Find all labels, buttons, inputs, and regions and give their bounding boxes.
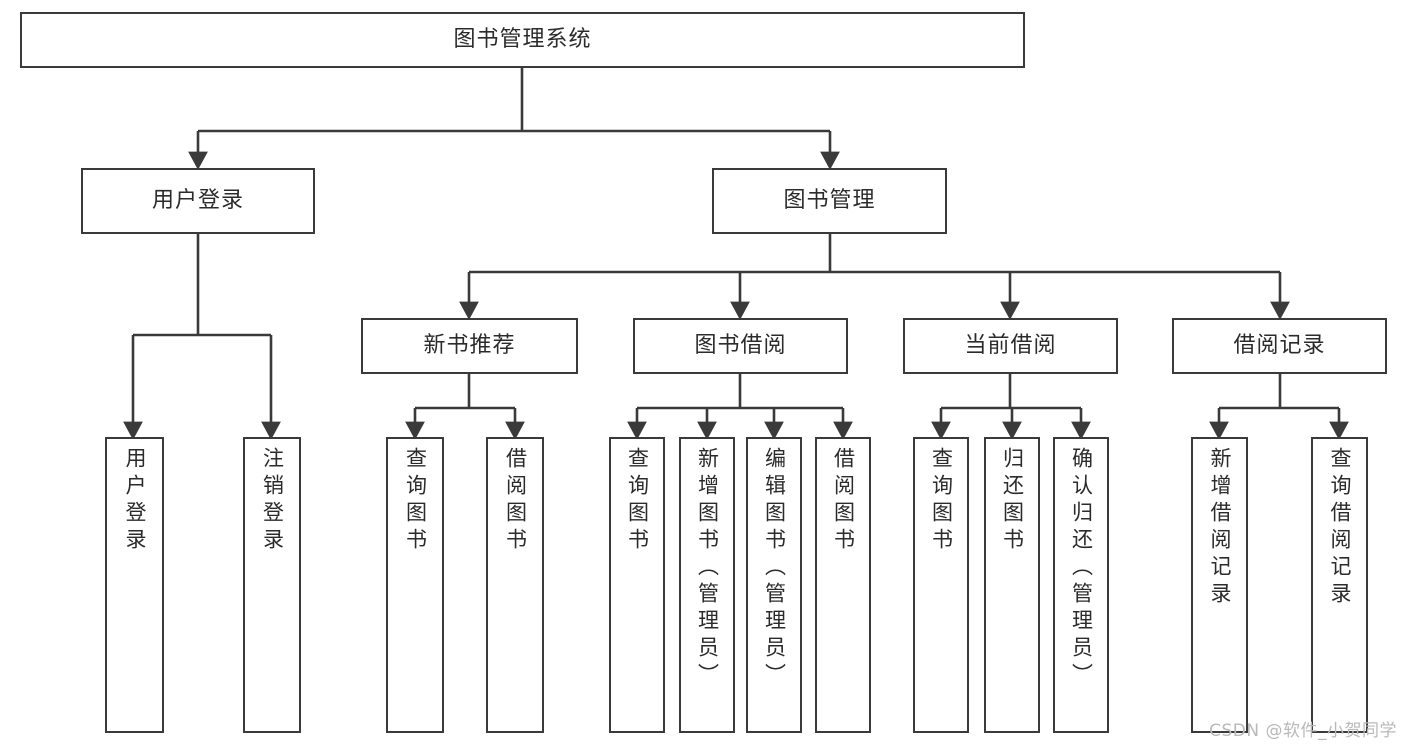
node-book-management-label: 图书管理 bbox=[783, 187, 876, 213]
leaf-add-borrow-record-label: 新增借阅记录 bbox=[1208, 447, 1232, 609]
leaf-borrow-book-label: 借阅图书 bbox=[831, 447, 856, 555]
leaf-add-borrow-record[interactable]: 新增借阅记录 bbox=[1191, 437, 1248, 733]
leaf-confirm-return-admin-label: 确认归还（管理员） bbox=[1069, 447, 1094, 690]
node-new-book-recommend[interactable]: 新书推荐 bbox=[361, 318, 578, 374]
leaf-user-login[interactable]: 用户登录 bbox=[105, 437, 164, 733]
leaf-query-borrow-record-label: 查询借阅记录 bbox=[1328, 447, 1352, 609]
node-borrow-records-label: 借阅记录 bbox=[1233, 332, 1326, 358]
leaf-logout[interactable]: 注销登录 bbox=[243, 437, 301, 733]
leaf-query-book-borrow-label: 查询图书 bbox=[625, 447, 650, 555]
leaf-borrow-book[interactable]: 借阅图书 bbox=[815, 437, 871, 733]
leaf-query-book-current[interactable]: 查询图书 bbox=[913, 437, 969, 733]
node-root-label: 图书管理系统 bbox=[453, 26, 592, 52]
leaf-logout-label: 注销登录 bbox=[260, 447, 285, 555]
node-borrow-records[interactable]: 借阅记录 bbox=[1172, 318, 1387, 374]
node-current-borrow-label: 当前借阅 bbox=[964, 332, 1057, 358]
leaf-query-book-borrow[interactable]: 查询图书 bbox=[609, 437, 665, 733]
node-current-borrow[interactable]: 当前借阅 bbox=[903, 318, 1118, 374]
node-book-borrow[interactable]: 图书借阅 bbox=[633, 318, 848, 374]
node-book-management[interactable]: 图书管理 bbox=[712, 168, 947, 234]
node-new-book-recommend-label: 新书推荐 bbox=[423, 332, 516, 358]
leaf-borrow-book-recommend-label: 借阅图书 bbox=[503, 447, 528, 555]
node-user-login[interactable]: 用户登录 bbox=[81, 168, 315, 234]
leaf-return-book-label: 归还图书 bbox=[1000, 447, 1025, 555]
leaf-query-book-current-label: 查询图书 bbox=[929, 447, 954, 555]
watermark: CSDN @软件_小贺同学 bbox=[1209, 721, 1397, 741]
node-root[interactable]: 图书管理系统 bbox=[20, 12, 1025, 68]
node-book-borrow-label: 图书借阅 bbox=[694, 332, 787, 358]
leaf-query-book-recommend[interactable]: 查询图书 bbox=[386, 437, 444, 733]
leaf-query-borrow-record[interactable]: 查询借阅记录 bbox=[1311, 437, 1368, 733]
leaf-add-book-admin[interactable]: 新增图书（管理员） bbox=[679, 437, 735, 733]
leaf-edit-book-admin-label: 编辑图书（管理员） bbox=[762, 447, 787, 690]
leaf-query-book-recommend-label: 查询图书 bbox=[403, 447, 428, 555]
leaf-return-book[interactable]: 归还图书 bbox=[984, 437, 1040, 733]
leaf-confirm-return-admin[interactable]: 确认归还（管理员） bbox=[1053, 437, 1109, 733]
leaf-borrow-book-recommend[interactable]: 借阅图书 bbox=[486, 437, 544, 733]
node-user-login-label: 用户登录 bbox=[151, 187, 244, 213]
leaf-add-book-admin-label: 新增图书（管理员） bbox=[695, 447, 720, 690]
leaf-user-login-label: 用户登录 bbox=[123, 447, 147, 555]
leaf-edit-book-admin[interactable]: 编辑图书（管理员） bbox=[746, 437, 802, 733]
